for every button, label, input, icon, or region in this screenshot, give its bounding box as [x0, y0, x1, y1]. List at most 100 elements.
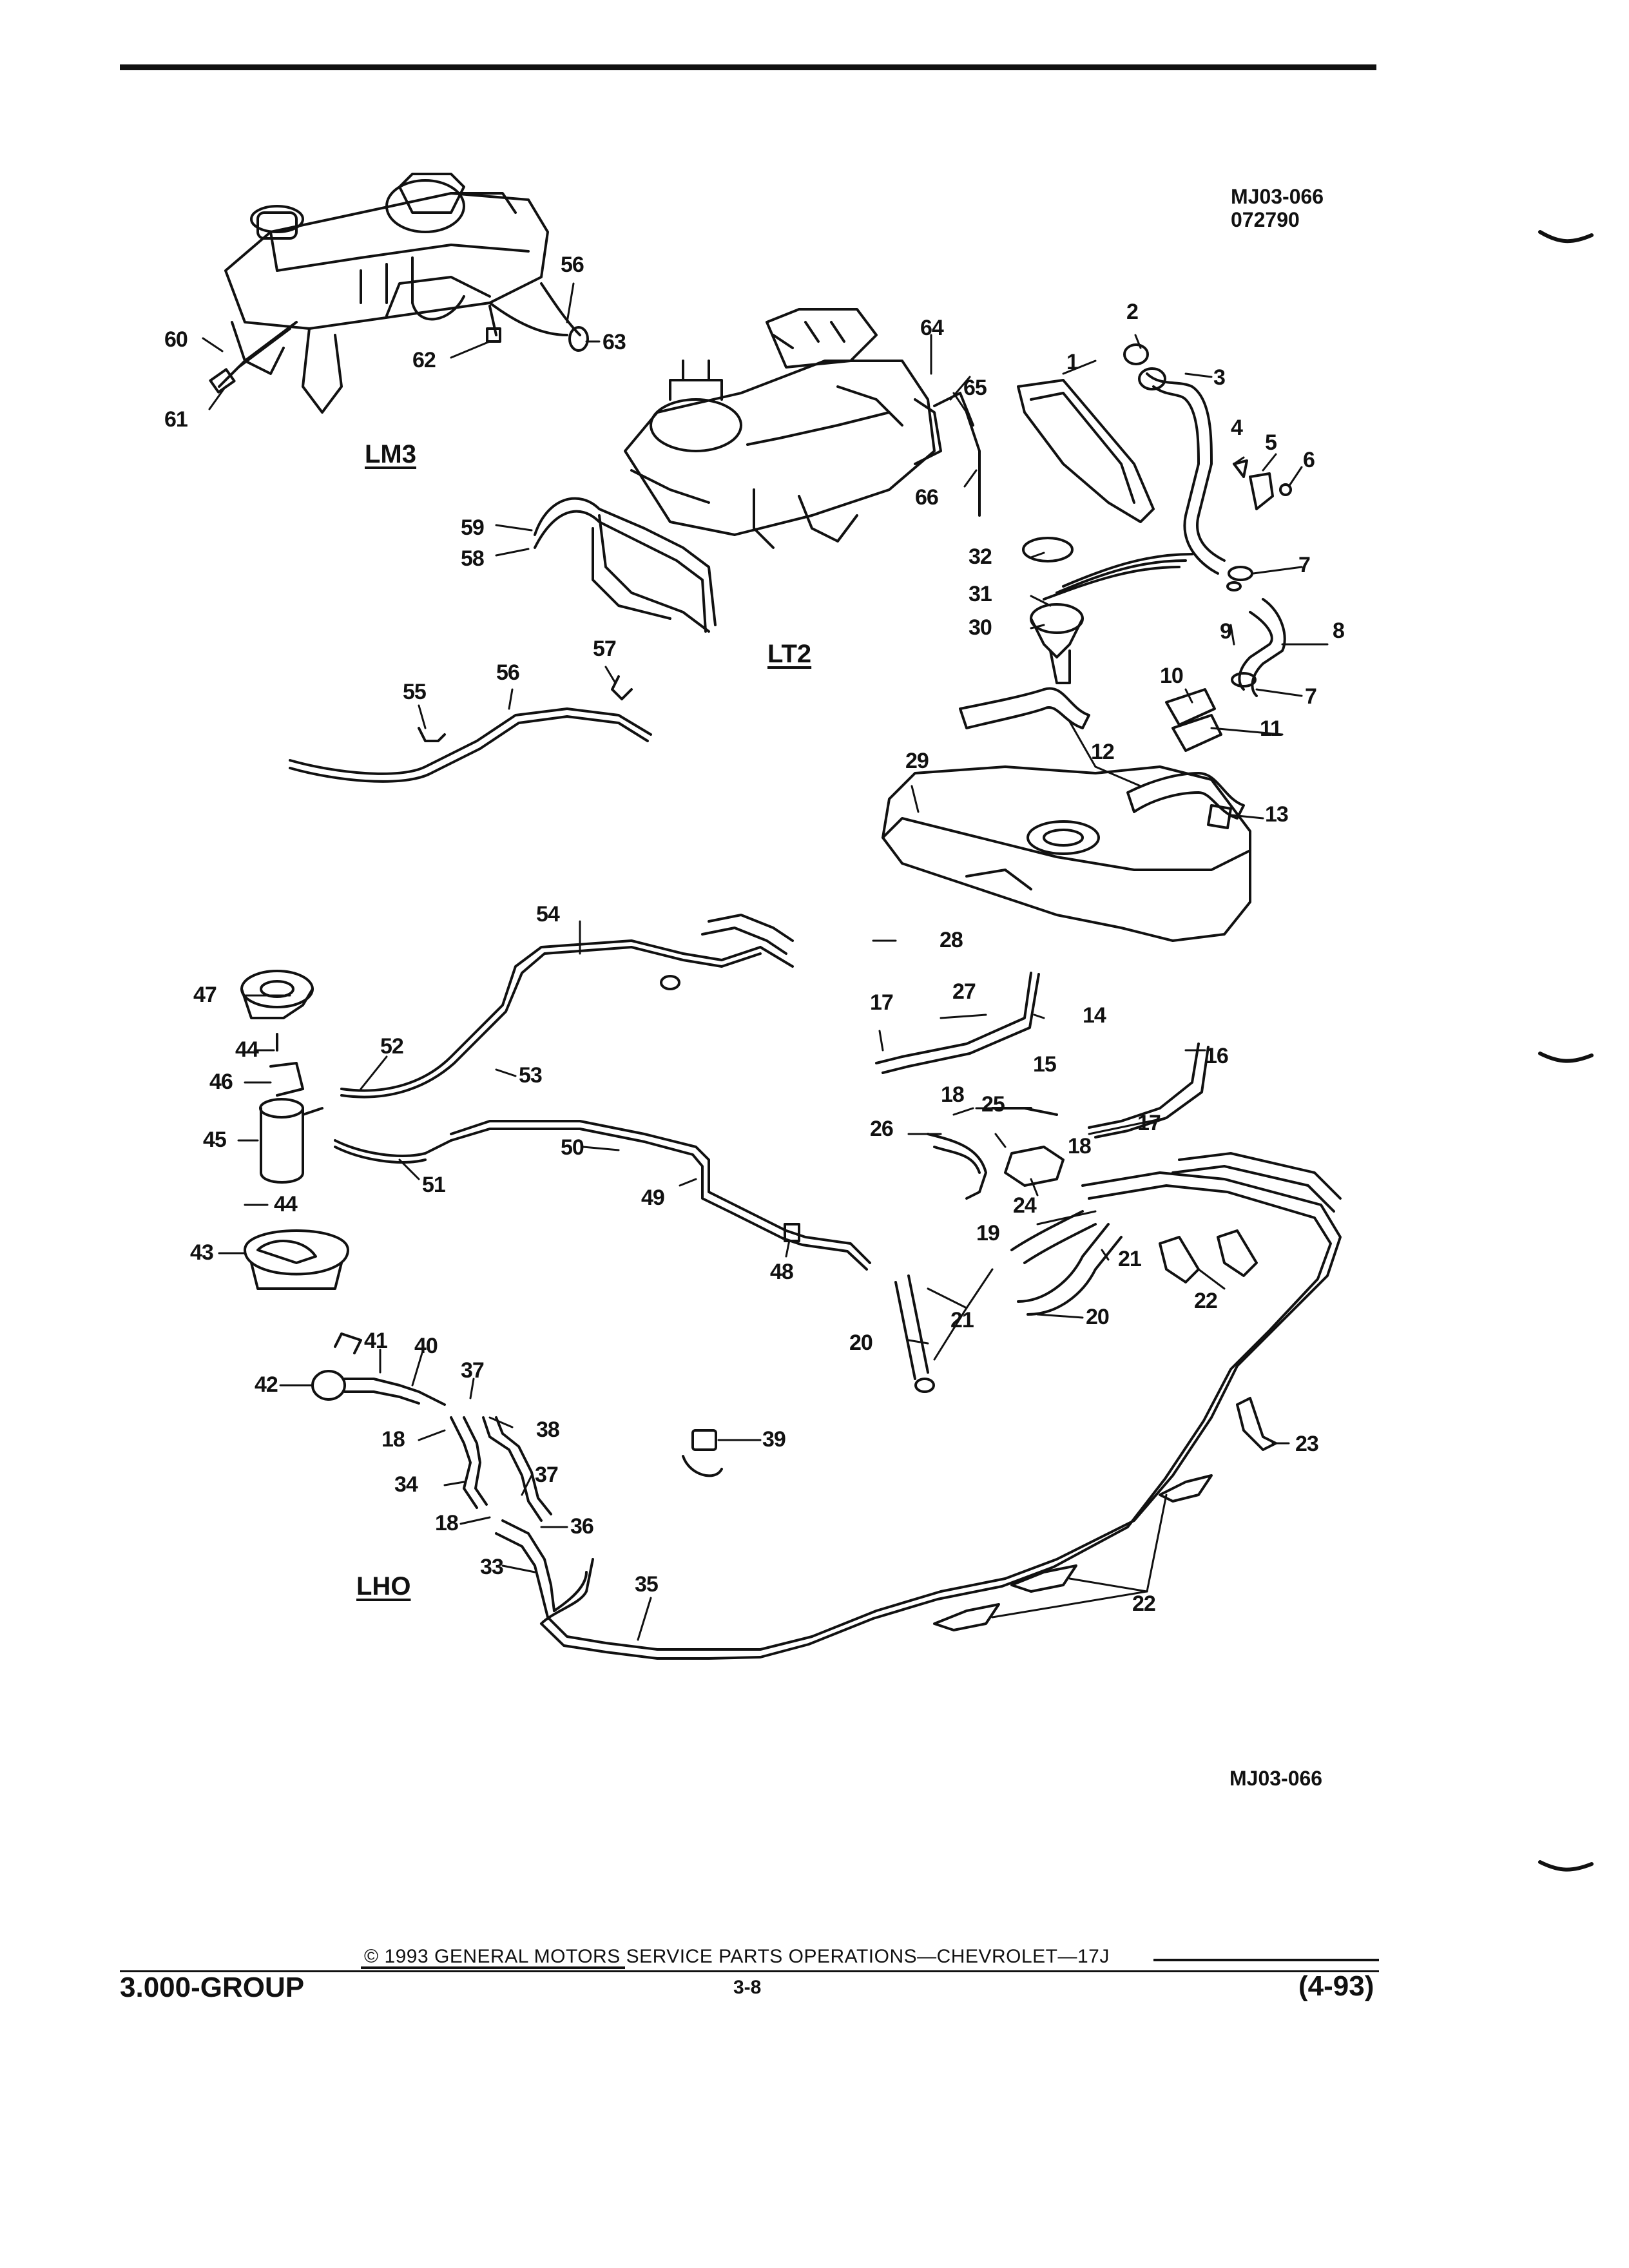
callout-37a: 37 — [461, 1358, 485, 1383]
callout-42: 42 — [255, 1372, 278, 1397]
lt2-engine-assembly — [624, 308, 981, 549]
callout-21b: 21 — [950, 1308, 974, 1332]
callout-32: 32 — [969, 544, 992, 569]
fuel-line-54 — [340, 914, 794, 1099]
footer-revision: (4-93) — [1298, 1970, 1374, 2002]
margin-marks — [1538, 230, 1594, 1872]
callout-65: 65 — [963, 376, 987, 400]
callout-27: 27 — [952, 979, 976, 1004]
callout-31: 31 — [969, 582, 992, 606]
figure-code-bottom: MJ03-066 — [1229, 1767, 1323, 1790]
callout-8: 8 — [1333, 619, 1345, 643]
callout-46: 46 — [209, 1070, 233, 1094]
fuel-tank — [882, 765, 1251, 942]
callout-44a: 44 — [235, 1037, 259, 1062]
lho-fittings — [311, 1332, 723, 1619]
callout-48: 48 — [770, 1260, 794, 1284]
callout-60: 60 — [164, 327, 188, 352]
callout-18a: 18 — [941, 1082, 965, 1107]
callout-64: 64 — [920, 316, 944, 340]
callout-36: 36 — [570, 1514, 594, 1539]
callout-34: 34 — [394, 1472, 418, 1497]
fuel-hoses — [894, 1210, 1123, 1393]
leader-lines — [202, 282, 1329, 1641]
lt2-fuel-lines — [534, 497, 717, 633]
fuel-pump-sender — [1030, 553, 1193, 684]
hardware-parts — [1022, 343, 1292, 829]
callout-4: 4 — [1231, 416, 1243, 440]
callout-56a: 56 — [561, 253, 584, 277]
callout-41: 41 — [364, 1329, 388, 1353]
callout-10: 10 — [1160, 664, 1184, 688]
callout-47: 47 — [193, 983, 217, 1007]
footer-copyright: © 1993 GENERAL MOTORS SERVICE PARTS OPER… — [364, 1946, 1110, 1967]
footer-rule-right — [1153, 1959, 1379, 1961]
callout-22a: 22 — [1194, 1289, 1218, 1313]
callout-18d: 18 — [435, 1511, 459, 1535]
callout-20a: 20 — [849, 1331, 873, 1355]
callout-45: 45 — [203, 1128, 227, 1152]
fuel-line-49 — [334, 1120, 871, 1271]
callout-40: 40 — [414, 1334, 438, 1358]
footer-page-number: 3-8 — [733, 1977, 762, 1998]
heat-shield — [1017, 379, 1155, 523]
callout-17b: 17 — [1137, 1111, 1161, 1135]
callout-55: 55 — [403, 680, 427, 704]
figure-code: MJ03-066 — [1231, 185, 1324, 208]
callout-19: 19 — [976, 1221, 1000, 1245]
callout-38: 38 — [536, 1418, 560, 1442]
callout-13: 13 — [1265, 802, 1289, 827]
callout-17a: 17 — [870, 990, 894, 1015]
callout-7b: 7 — [1305, 684, 1317, 709]
callout-26: 26 — [870, 1117, 894, 1141]
callout-1: 1 — [1066, 350, 1079, 374]
callout-58: 58 — [461, 546, 485, 571]
callout-25: 25 — [981, 1092, 1005, 1117]
callout-59: 59 — [461, 515, 485, 540]
callout-57: 57 — [593, 637, 617, 661]
callout-11: 11 — [1260, 716, 1282, 741]
callout-18c: 18 — [381, 1427, 405, 1452]
figure-code-header: MJ03-066 072790 — [1231, 185, 1324, 231]
callout-22b: 22 — [1132, 1591, 1156, 1616]
callout-61: 61 — [164, 407, 188, 432]
callout-63: 63 — [602, 330, 626, 354]
engine-label-lt2: LT2 — [767, 640, 812, 668]
footer-group: 3.000-GROUP — [120, 1972, 305, 2003]
callout-51: 51 — [422, 1173, 446, 1197]
lm3-engine-assembly — [209, 173, 589, 414]
callout-2: 2 — [1126, 300, 1139, 324]
callout-3: 3 — [1213, 365, 1226, 390]
callout-62: 62 — [412, 348, 436, 372]
callout-44b: 44 — [274, 1192, 298, 1216]
filter-assembly — [240, 970, 349, 1290]
callout-18b: 18 — [1068, 1134, 1092, 1158]
callout-66: 66 — [915, 485, 939, 510]
brackets — [933, 1229, 1277, 1631]
callout-29: 29 — [905, 749, 929, 773]
footer-rule-full — [120, 1970, 1379, 1972]
main-fuel-lines — [540, 1152, 1342, 1660]
filler-neck — [1138, 367, 1286, 697]
callout-53: 53 — [519, 1063, 543, 1088]
callout-54: 54 — [536, 902, 560, 927]
callout-20b: 20 — [1086, 1305, 1110, 1329]
footer-rule-left — [361, 1966, 625, 1969]
callout-15: 15 — [1033, 1052, 1057, 1077]
callout-9: 9 — [1220, 619, 1232, 644]
callout-12: 12 — [1091, 740, 1115, 764]
pressure-regulator — [875, 972, 1210, 1200]
callout-37b: 37 — [535, 1463, 559, 1487]
engine-label-lm3: LM3 — [365, 440, 416, 468]
callout-24: 24 — [1013, 1193, 1037, 1218]
tank-straps — [959, 687, 1245, 820]
callout-7a: 7 — [1298, 553, 1311, 577]
callout-33: 33 — [480, 1555, 504, 1579]
callout-5: 5 — [1265, 430, 1277, 455]
callout-43: 43 — [190, 1240, 214, 1265]
callout-14: 14 — [1083, 1003, 1106, 1028]
callout-16: 16 — [1205, 1044, 1229, 1068]
callout-23: 23 — [1295, 1432, 1319, 1456]
top-rule — [120, 64, 1376, 70]
